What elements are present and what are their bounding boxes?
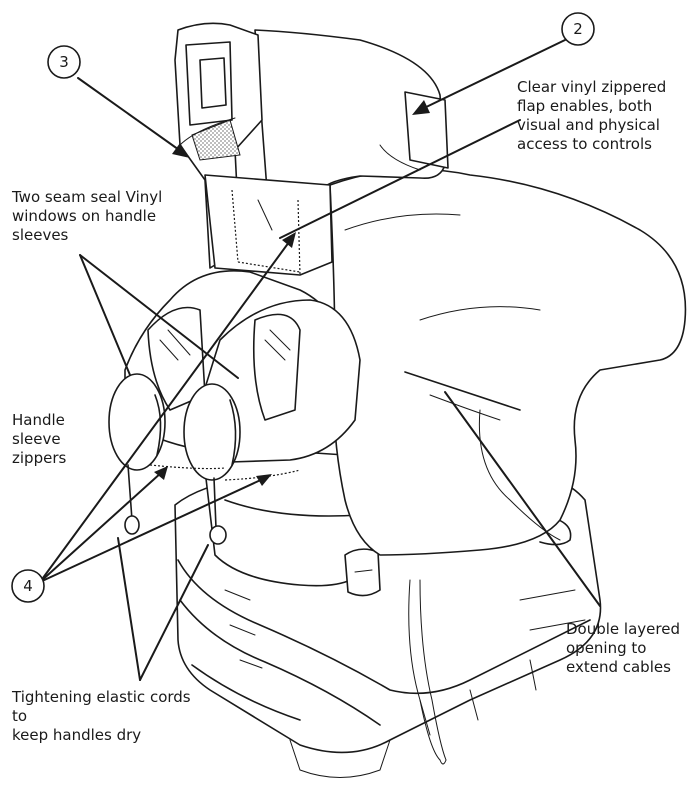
main-cover	[329, 168, 687, 556]
label-handle-sleeve-zippers: Handle sleeve zippers	[12, 411, 67, 467]
elastic-cords	[124, 464, 227, 545]
callout-4-number: 4	[23, 577, 33, 595]
left-column	[174, 22, 263, 269]
callout-3: 3	[47, 45, 81, 79]
callout-2-number: 2	[573, 20, 583, 38]
leader-lines	[39, 39, 601, 681]
handle-sleeves	[108, 270, 361, 481]
vinyl-flap-window	[204, 174, 333, 276]
label-double-layered-opening: Double layered opening to extend cables	[566, 620, 680, 676]
callout-2: 2	[561, 12, 595, 46]
label-clear-vinyl-flap: Clear vinyl zippered flap enables, both …	[517, 78, 667, 153]
label-vinyl-windows: Two seam seal Vinyl windows on handle sl…	[12, 188, 163, 244]
callout-3-number: 3	[59, 53, 69, 71]
label-elastic-cords: Tightening elastic cords to keep handles…	[12, 688, 191, 744]
callout-4: 4	[11, 569, 45, 603]
